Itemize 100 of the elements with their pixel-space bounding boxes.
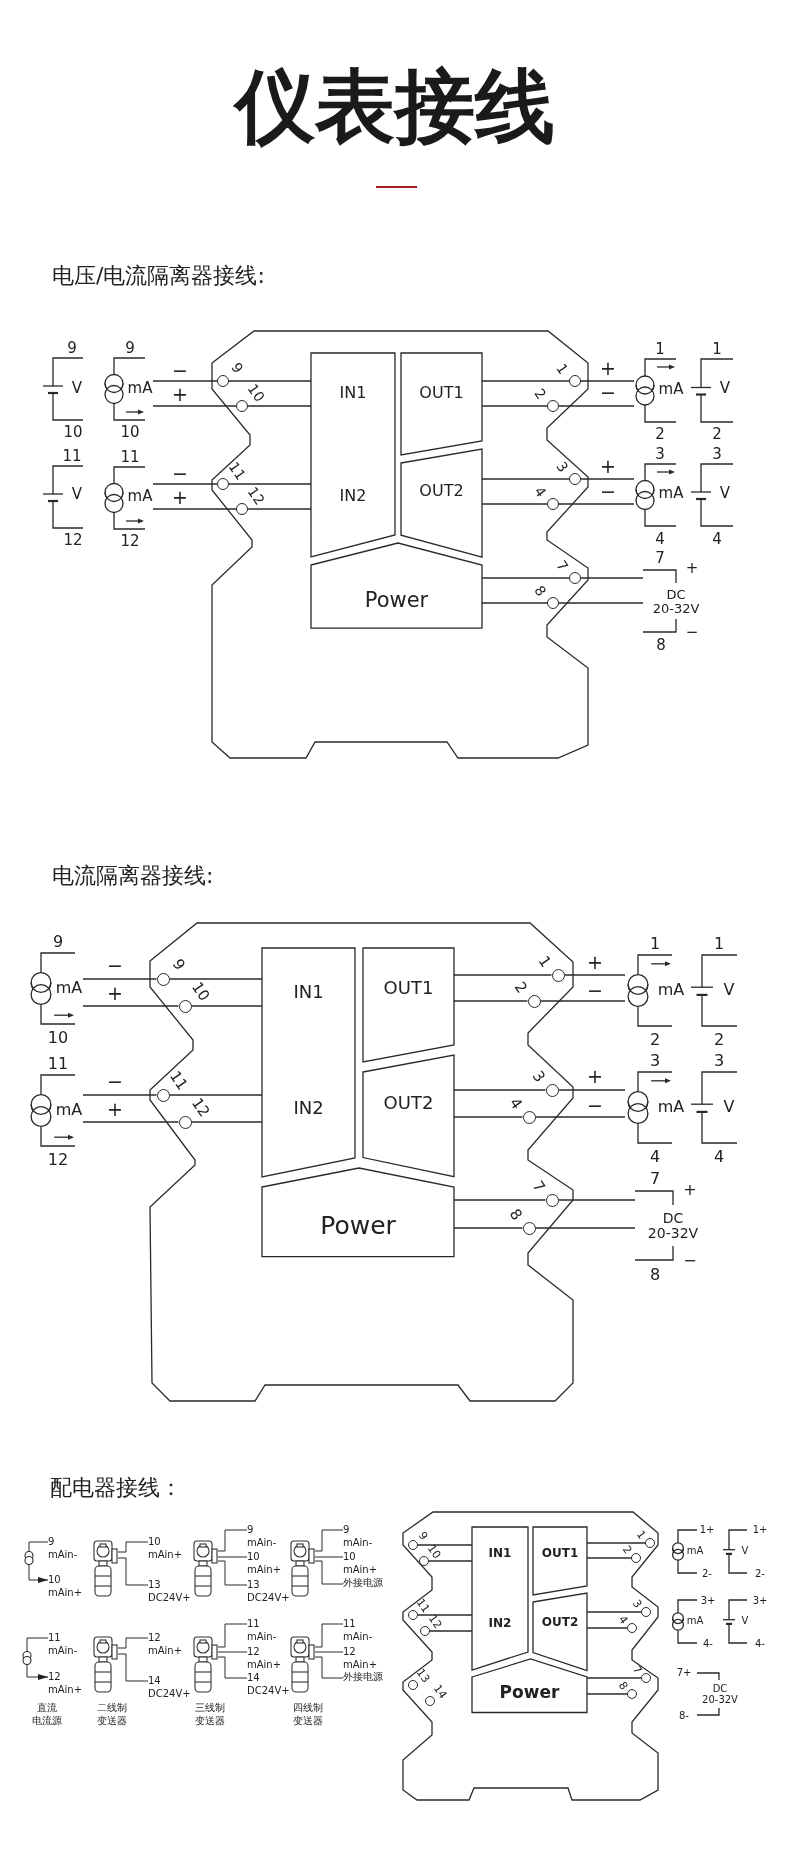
terminal-number: 1 bbox=[713, 935, 725, 953]
channel-label: OUT2 bbox=[419, 482, 464, 500]
wire bbox=[586, 1627, 628, 1629]
input-panel bbox=[262, 948, 355, 1177]
output-panel bbox=[363, 948, 454, 1062]
terminal-label: 9 mAin- bbox=[343, 1524, 373, 1549]
channel-label: IN2 bbox=[488, 1616, 512, 1630]
channel-label: OUT2 bbox=[541, 1615, 579, 1629]
polarity-sign: + bbox=[587, 1069, 603, 1085]
polarity-sign: − bbox=[107, 958, 123, 974]
power-panel bbox=[311, 542, 482, 628]
terminal-number: 4 bbox=[712, 532, 722, 548]
wire bbox=[481, 478, 570, 480]
terminal-number: 9 bbox=[228, 360, 246, 376]
terminal-number: 2 bbox=[655, 427, 665, 443]
unit-label: mA bbox=[657, 981, 685, 999]
terminal-label: 13 DC24V+ bbox=[148, 1579, 191, 1604]
leader-line bbox=[26, 1664, 49, 1680]
terminal-label: 外接电源 bbox=[343, 1671, 383, 1684]
terminal-number: 11 bbox=[225, 459, 249, 483]
device-caption: 三线制变送器 bbox=[195, 1701, 225, 1727]
leader-line bbox=[314, 1556, 344, 1558]
wire bbox=[586, 1542, 646, 1544]
wire bbox=[586, 1557, 632, 1559]
leader-line bbox=[26, 1637, 49, 1652]
wire bbox=[228, 483, 312, 485]
wire bbox=[586, 1677, 642, 1679]
wire bbox=[82, 1094, 158, 1096]
leader-line bbox=[117, 1541, 149, 1553]
terminal-number: 2 bbox=[712, 427, 722, 443]
isolator-housing bbox=[150, 923, 573, 1401]
leader-line bbox=[314, 1651, 344, 1653]
terminal-number: 8 bbox=[616, 1679, 630, 1693]
polarity-sign: − bbox=[685, 625, 699, 641]
terminal-label: 7+ bbox=[676, 1667, 692, 1679]
terminal-number: 1 bbox=[553, 361, 571, 377]
terminal-number: 3 bbox=[713, 1052, 725, 1070]
wire bbox=[228, 380, 312, 382]
terminal-number: 10 bbox=[244, 381, 268, 405]
wire bbox=[247, 508, 312, 510]
leader-line bbox=[314, 1560, 344, 1585]
polarity-sign: + bbox=[683, 1181, 697, 1199]
terminal-number: 7 bbox=[655, 551, 665, 567]
terminal-number: 7 bbox=[630, 1663, 644, 1677]
terminal-number: 2- bbox=[702, 1568, 712, 1580]
wire bbox=[558, 405, 635, 407]
supply-rating: DC 20-32V bbox=[647, 1211, 699, 1241]
terminal-number: 9 bbox=[168, 956, 188, 974]
terminal-number: 9 bbox=[52, 933, 64, 951]
terminal-number: 3 bbox=[655, 447, 665, 463]
wire bbox=[453, 1116, 524, 1118]
polarity-sign: − bbox=[587, 1098, 603, 1114]
terminal-label: 12 mAin+ bbox=[247, 1646, 282, 1671]
section-heading: 电流隔离器接线: bbox=[52, 864, 214, 888]
wire bbox=[453, 974, 553, 976]
wire bbox=[168, 1094, 263, 1096]
unit-label: mA bbox=[55, 1101, 83, 1119]
wire bbox=[586, 1693, 628, 1695]
terminal-number: 10 bbox=[120, 425, 140, 441]
polarity-sign: − bbox=[172, 363, 188, 379]
terminal-label: 9 mAin- bbox=[48, 1536, 78, 1561]
unit-label: mA bbox=[55, 979, 83, 997]
terminal-number: 8 bbox=[649, 1266, 661, 1284]
terminal-number: 2- bbox=[755, 1568, 765, 1580]
polarity-sign: + bbox=[107, 1102, 123, 1118]
unit-label: V bbox=[741, 1615, 749, 1627]
wire bbox=[481, 577, 570, 579]
terminal-number: 12 bbox=[63, 533, 83, 549]
wire bbox=[558, 602, 644, 604]
supply-rating: DC 20-32V bbox=[652, 588, 700, 616]
terminal-number: 11 bbox=[47, 1055, 69, 1073]
power-panel bbox=[472, 1658, 587, 1712]
wire bbox=[429, 1630, 473, 1632]
unit-label: mA bbox=[658, 382, 684, 398]
terminal-number: 7 bbox=[528, 1178, 548, 1196]
wire bbox=[580, 577, 644, 579]
channel-label: IN1 bbox=[293, 982, 324, 1002]
terminal-number: 7 bbox=[649, 1170, 661, 1188]
channel-label: IN1 bbox=[339, 384, 367, 402]
channel-label: OUT1 bbox=[383, 978, 434, 998]
wire bbox=[152, 508, 237, 510]
terminal-number: 1+ bbox=[699, 1524, 715, 1536]
wire bbox=[417, 1544, 473, 1546]
wire bbox=[563, 974, 626, 976]
channel-label: IN2 bbox=[293, 1098, 324, 1118]
wire bbox=[481, 380, 570, 382]
terminal-label: 11 mAin- bbox=[247, 1618, 277, 1643]
terminal-number: 1 bbox=[534, 953, 554, 971]
wire bbox=[453, 1199, 547, 1201]
wire bbox=[481, 602, 548, 604]
channel-label: IN1 bbox=[488, 1546, 512, 1560]
leader-line bbox=[28, 1564, 49, 1583]
output-panel bbox=[401, 353, 482, 455]
power-panel bbox=[262, 1168, 454, 1257]
leader-line bbox=[314, 1529, 344, 1552]
channel-label: OUT2 bbox=[383, 1093, 434, 1113]
unit-label: V bbox=[71, 487, 83, 503]
terminal-number: 4- bbox=[755, 1638, 765, 1650]
terminal-number: 12 bbox=[244, 484, 268, 508]
wire bbox=[534, 1227, 636, 1229]
